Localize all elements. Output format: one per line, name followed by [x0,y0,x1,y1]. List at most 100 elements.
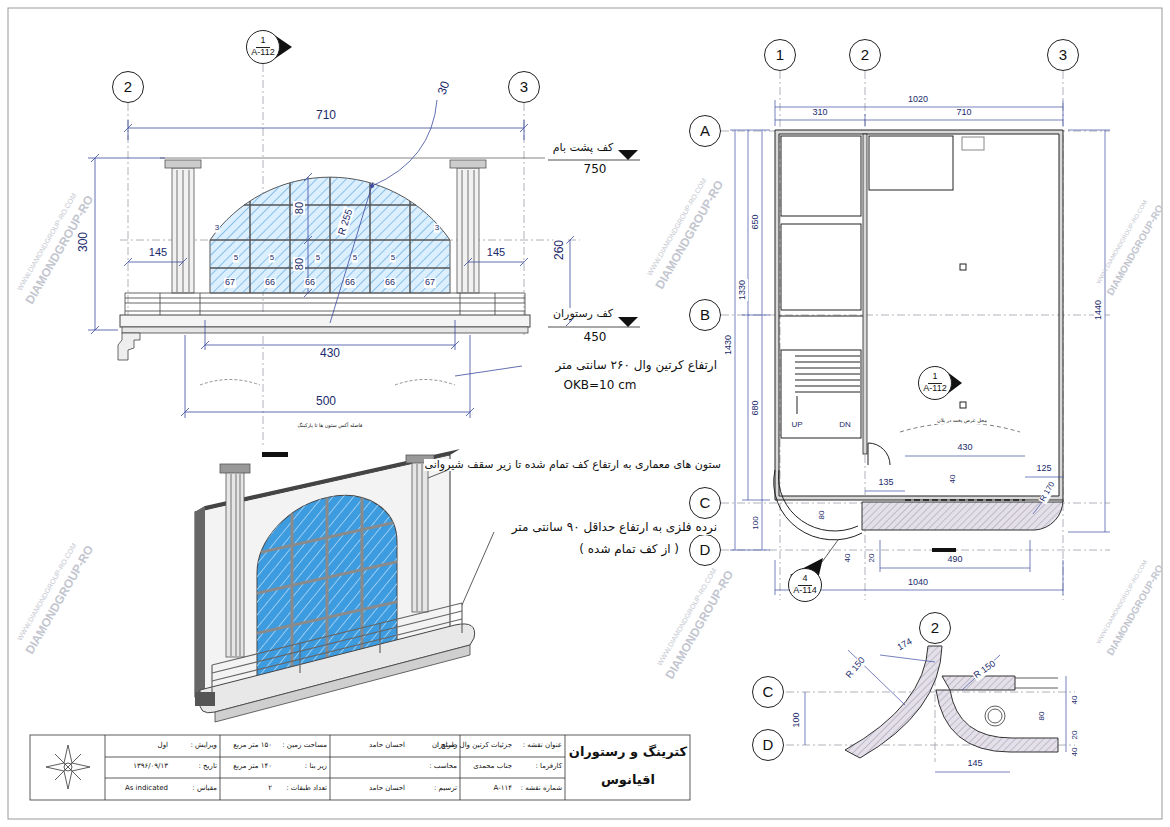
sheet-reference: A-112 [251,48,274,58]
dimension-text: 680 [751,399,761,416]
sheet-reference: A-114 [793,586,816,596]
sheet-reference: 1 [928,372,941,384]
grid-bubble: A [689,115,721,147]
grid-label: 3 [1059,47,1067,64]
grid-bubble: C [689,487,721,519]
dimension-text: 430 [956,443,973,453]
dimension-text: 145 [148,246,168,258]
section-marker: 1A-112 [246,30,280,64]
note-text: کف رستوران [552,308,614,320]
grid-label: D [700,542,711,559]
dimension-text: DN [838,421,852,430]
title-cell: ۱۵۰ متر مربع [233,742,272,750]
dimension-text: 66 [384,278,396,288]
section-marker: 1A-112 [918,366,952,400]
grid-label: 2 [931,620,939,637]
grid-label: A [700,123,710,140]
note-text: نرده فلزی به ارتفاع حداقل ۹۰ سانتی متر [511,521,718,534]
dimension-text: 260 [553,239,566,261]
dimension-text: 135 [877,478,894,488]
sheet-reference: 4 [798,574,811,586]
note-text: ارتفاع کرتین وال ۲۶۰ سانتی متر [555,359,718,372]
grid-label: 3 [520,79,528,96]
title-cell: ویرایش : [190,742,217,750]
dimension-text: 40 [844,553,853,564]
dimension-text: 430 [319,347,341,360]
title-cell: کارفرما : [535,763,562,771]
title-cell: زیر بنا : [305,763,327,771]
grid-bubble: 1 [764,39,796,71]
dimension-text: 5 [390,254,396,263]
grid-bubble: D [689,534,721,566]
title-cell: تعداد طبقات : [286,785,327,793]
dimension-text: 310 [811,108,828,118]
dimension-text: 1040 [907,578,929,588]
title-cell: مقیاس : [192,785,217,793]
grid-bubble: 2 [919,612,951,644]
dimension-text: 67 [424,278,436,288]
dimension-text: 40 [1071,695,1080,706]
title-cell: ترسیم : [434,785,457,793]
dimension-text: 80 [293,257,305,271]
grid-label: D [763,737,774,754]
grid-label: B [700,307,710,324]
dimension-text: 5 [269,254,275,263]
dimension-text: 3 [434,224,440,233]
dimension-text: 80 [293,201,305,215]
grid-bubble: 3 [1047,39,1079,71]
dimension-text: R 150 [972,658,999,681]
dimension-text: 490 [946,555,963,565]
title-cell: ۱۳۹۶/۰۹/۱۳ [133,763,168,771]
grid-bubble: 3 [508,71,540,103]
title-cell: ۲ [268,785,272,793]
dimension-text: 710 [955,108,972,118]
dimension-text: 1430 [724,334,734,356]
dimension-text: 3 [214,224,220,233]
title-cell: محاسب : [429,763,457,771]
title-cell: احسان حامد [369,785,405,793]
dimension-text: R 150 [844,655,868,681]
title-cell: تاریخ : [198,763,217,771]
dimension-text: 300 [77,231,90,253]
dimension-text: 125 [1035,464,1052,474]
title-cell: جناب محمدی [473,763,512,771]
dimension-text: 1020 [907,95,929,105]
dimension-text: UP [790,421,803,430]
note-text: فاصله آکس ستون ها تا پارکینگ [297,423,364,429]
grid-bubble: D [752,729,784,761]
dimension-text: 145 [486,246,506,258]
dimension-text: 650 [751,213,761,230]
dimension-text: 40 [949,474,958,485]
grid-bubble: 2 [112,71,144,103]
grid-label: C [700,495,711,512]
title-cell: A-۱۱۴ [494,785,512,793]
dimension-text: 20 [1071,730,1080,741]
title-cell: اول [158,742,168,750]
note-text: 450 [583,331,608,344]
dimension-text: 5 [233,254,239,263]
dimension-text: 1330 [738,279,748,301]
grid-label: 2 [124,79,132,96]
grid-bubble: B [689,299,721,331]
dimension-text: 66 [304,278,316,288]
dimension-text: 100 [752,515,761,530]
note-text: ( از کف تمام شده ) [578,543,680,556]
dimension-text: 80 [818,510,827,521]
dimension-text: 66 [264,278,276,288]
dimension-text: 100 [792,711,802,728]
note-text: محل عرض پخت در پلان [936,418,988,424]
grid-label: 2 [861,47,869,64]
title-cell: ۱۴۰ متر مربع [233,763,272,771]
title-cell: طراح : [437,742,457,750]
sheet-reference: 1 [256,36,269,48]
title-cell: عنوان نقشه : [523,742,562,750]
section-marker: 4A-114 [788,568,822,602]
grid-bubble: C [752,676,784,708]
project-title: اقیانوس [601,773,655,787]
dimension-text: 500 [315,395,337,408]
dimension-text: 174 [895,636,915,653]
grid-label: C [763,684,774,701]
title-cell: احسان حامد [369,742,405,750]
